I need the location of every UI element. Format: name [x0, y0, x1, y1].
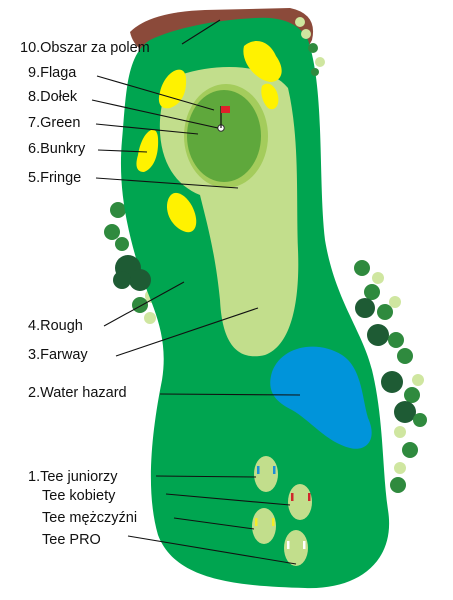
- bunker-top-left: [158, 69, 187, 109]
- label-tee-pro: Tee PRO: [42, 532, 101, 548]
- label-water-hazard: 2.Water hazard: [28, 385, 127, 401]
- bunker-right-of-green: [261, 83, 279, 110]
- tree-cluster-dark: [113, 255, 151, 291]
- leader-bunkers: [97, 149, 148, 153]
- label-bunkers: 6.Bunkry: [28, 141, 86, 157]
- tee-box-pro: [284, 530, 308, 566]
- label-fringe: 5.Fringe: [28, 170, 81, 186]
- tee-marker-pro-right: [303, 541, 306, 549]
- leader-fairway: [115, 307, 259, 357]
- leader-fringe: [95, 177, 239, 189]
- water-hazard: [270, 346, 372, 449]
- leader-flag: [96, 75, 215, 111]
- label-hole: 8.Dołek: [28, 89, 78, 105]
- bunker-mid-left: [136, 129, 159, 172]
- trees-left: [104, 202, 159, 324]
- leader-hole: [91, 99, 219, 129]
- leader-tee-women: [165, 493, 291, 506]
- tee-boxes: [252, 456, 312, 566]
- label-fairway: 3.Farway: [28, 347, 88, 363]
- tee-marker-juniors-right: [273, 466, 276, 474]
- tee-marker-men-left: [255, 518, 258, 526]
- trees-right: [295, 17, 427, 493]
- tee-box-men: [252, 508, 276, 544]
- tee-marker-juniors-left: [257, 466, 260, 474]
- bunker-top-right: [243, 41, 282, 82]
- tee-box-juniors: [254, 456, 278, 492]
- leader-tee-men: [173, 517, 255, 530]
- putting-green: [187, 90, 261, 182]
- tee-marker-women-left: [291, 493, 294, 501]
- tee-marker-pro-left: [287, 541, 290, 549]
- label-tee-juniors: 1.Tee juniorzy: [28, 469, 118, 485]
- label-rough: 4.Rough: [28, 318, 83, 334]
- leader-lines: [91, 19, 301, 565]
- leader-water-hazard: [159, 393, 301, 396]
- label-out-of-bounds: 10.Obszar za polem: [20, 40, 150, 56]
- labels: 10.Obszar za polem 9.Flaga 8.Dołek 7.Gre…: [20, 40, 150, 548]
- leader-rough: [103, 281, 185, 327]
- label-tee-women: Tee kobiety: [42, 488, 116, 504]
- tee-box-women: [288, 484, 312, 520]
- tee-marker-men-right: [272, 518, 275, 526]
- label-tee-men: Tee mężczyźni: [42, 510, 137, 526]
- bunker-lower-left: [166, 192, 197, 233]
- flag: [221, 106, 230, 113]
- label-green: 7.Green: [28, 115, 80, 131]
- leader-green: [95, 123, 199, 135]
- label-flag: 9.Flaga: [28, 65, 77, 81]
- leader-tee-juniors: [155, 475, 257, 478]
- tee-marker-women-right: [308, 493, 311, 501]
- bunkers: [136, 41, 282, 233]
- leader-tee-pro: [127, 535, 297, 565]
- leader-out-of-bounds: [181, 19, 221, 45]
